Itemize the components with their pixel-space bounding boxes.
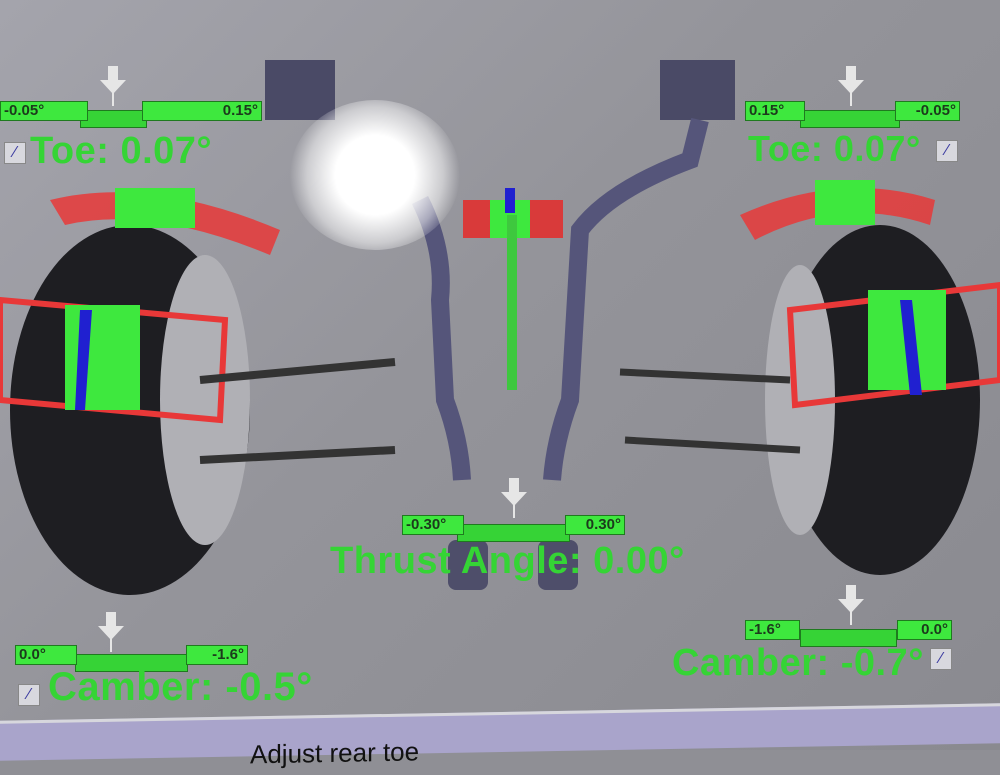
down-arrow-icon <box>499 478 529 518</box>
frame-block-left <box>265 60 335 120</box>
left-lower-arm <box>199 446 396 464</box>
right-rim <box>765 265 835 535</box>
left-camber-reading: Camber: -0.5° <box>48 665 313 709</box>
gauge-max-label: 0.15° <box>142 101 262 121</box>
right-camber-reading: Camber: -0.7° <box>672 642 924 684</box>
right-camber-gauge: -1.6° 0.0° <box>745 617 952 647</box>
frame-block-right <box>660 60 735 120</box>
gauge-max-label: -0.05° <box>895 101 960 121</box>
thrust-line <box>507 215 517 390</box>
right-toe-reading: Toe: 0.07° <box>748 128 921 169</box>
wrench-icon[interactable]: ∕ <box>930 648 952 670</box>
left-camber-range <box>0 296 229 424</box>
right-upper-arm <box>619 368 791 384</box>
down-arrow-icon <box>836 585 866 625</box>
left-toe-green <box>115 188 195 228</box>
left-toe-range <box>50 192 280 255</box>
right-toe-gauge: 0.15° -0.05° <box>745 98 960 128</box>
right-camber-needle <box>900 300 922 395</box>
gauge-scale <box>800 629 897 647</box>
screen-glare <box>290 100 460 250</box>
gauge-min-label: -0.30° <box>402 515 464 535</box>
left-toe-gauge: -0.05° 0.15° <box>0 98 262 128</box>
gauge-max-label: -1.6° <box>186 645 248 665</box>
exhaust-pipe-left <box>411 195 471 481</box>
vehicle-3d-view <box>0 60 1000 595</box>
muffler-tip-right <box>538 540 578 590</box>
left-rim <box>160 255 250 545</box>
wrench-icon[interactable]: ∕ <box>18 684 40 706</box>
gauge-max-label: 0.0° <box>897 620 952 640</box>
thrust-angle-reading: Thrust Angle: 0.00° <box>330 540 685 582</box>
gauge-scale <box>800 110 900 128</box>
left-toe-reading: Toe: 0.07° <box>30 130 213 172</box>
right-toe-green <box>815 180 875 225</box>
right-lower-arm <box>624 436 801 454</box>
down-arrow-icon <box>96 612 126 652</box>
gauge-min-label: -0.05° <box>0 101 88 121</box>
gauge-min-label: -1.6° <box>745 620 800 640</box>
wrench-icon[interactable]: ∕ <box>936 140 958 162</box>
down-arrow-icon <box>836 66 866 106</box>
exhaust-pipe-right <box>543 117 709 481</box>
left-upper-arm <box>199 358 396 384</box>
gauge-scale <box>80 110 147 128</box>
muffler-tip-left <box>448 540 488 590</box>
left-camber-needle <box>75 310 92 410</box>
gauge-max-label: 0.30° <box>565 515 625 535</box>
thrust-angle-gauge: -0.30° 0.30° <box>402 512 625 542</box>
gauge-min-label: 0.15° <box>745 101 805 121</box>
down-arrow-icon <box>98 66 128 106</box>
instruction-text: Adjust rear toe <box>250 736 420 770</box>
wrench-icon[interactable]: ∕ <box>4 142 26 164</box>
left-camber-gauge: 0.0° -1.6° <box>15 642 248 672</box>
gauge-min-label: 0.0° <box>15 645 77 665</box>
thrust-needle <box>505 188 515 213</box>
